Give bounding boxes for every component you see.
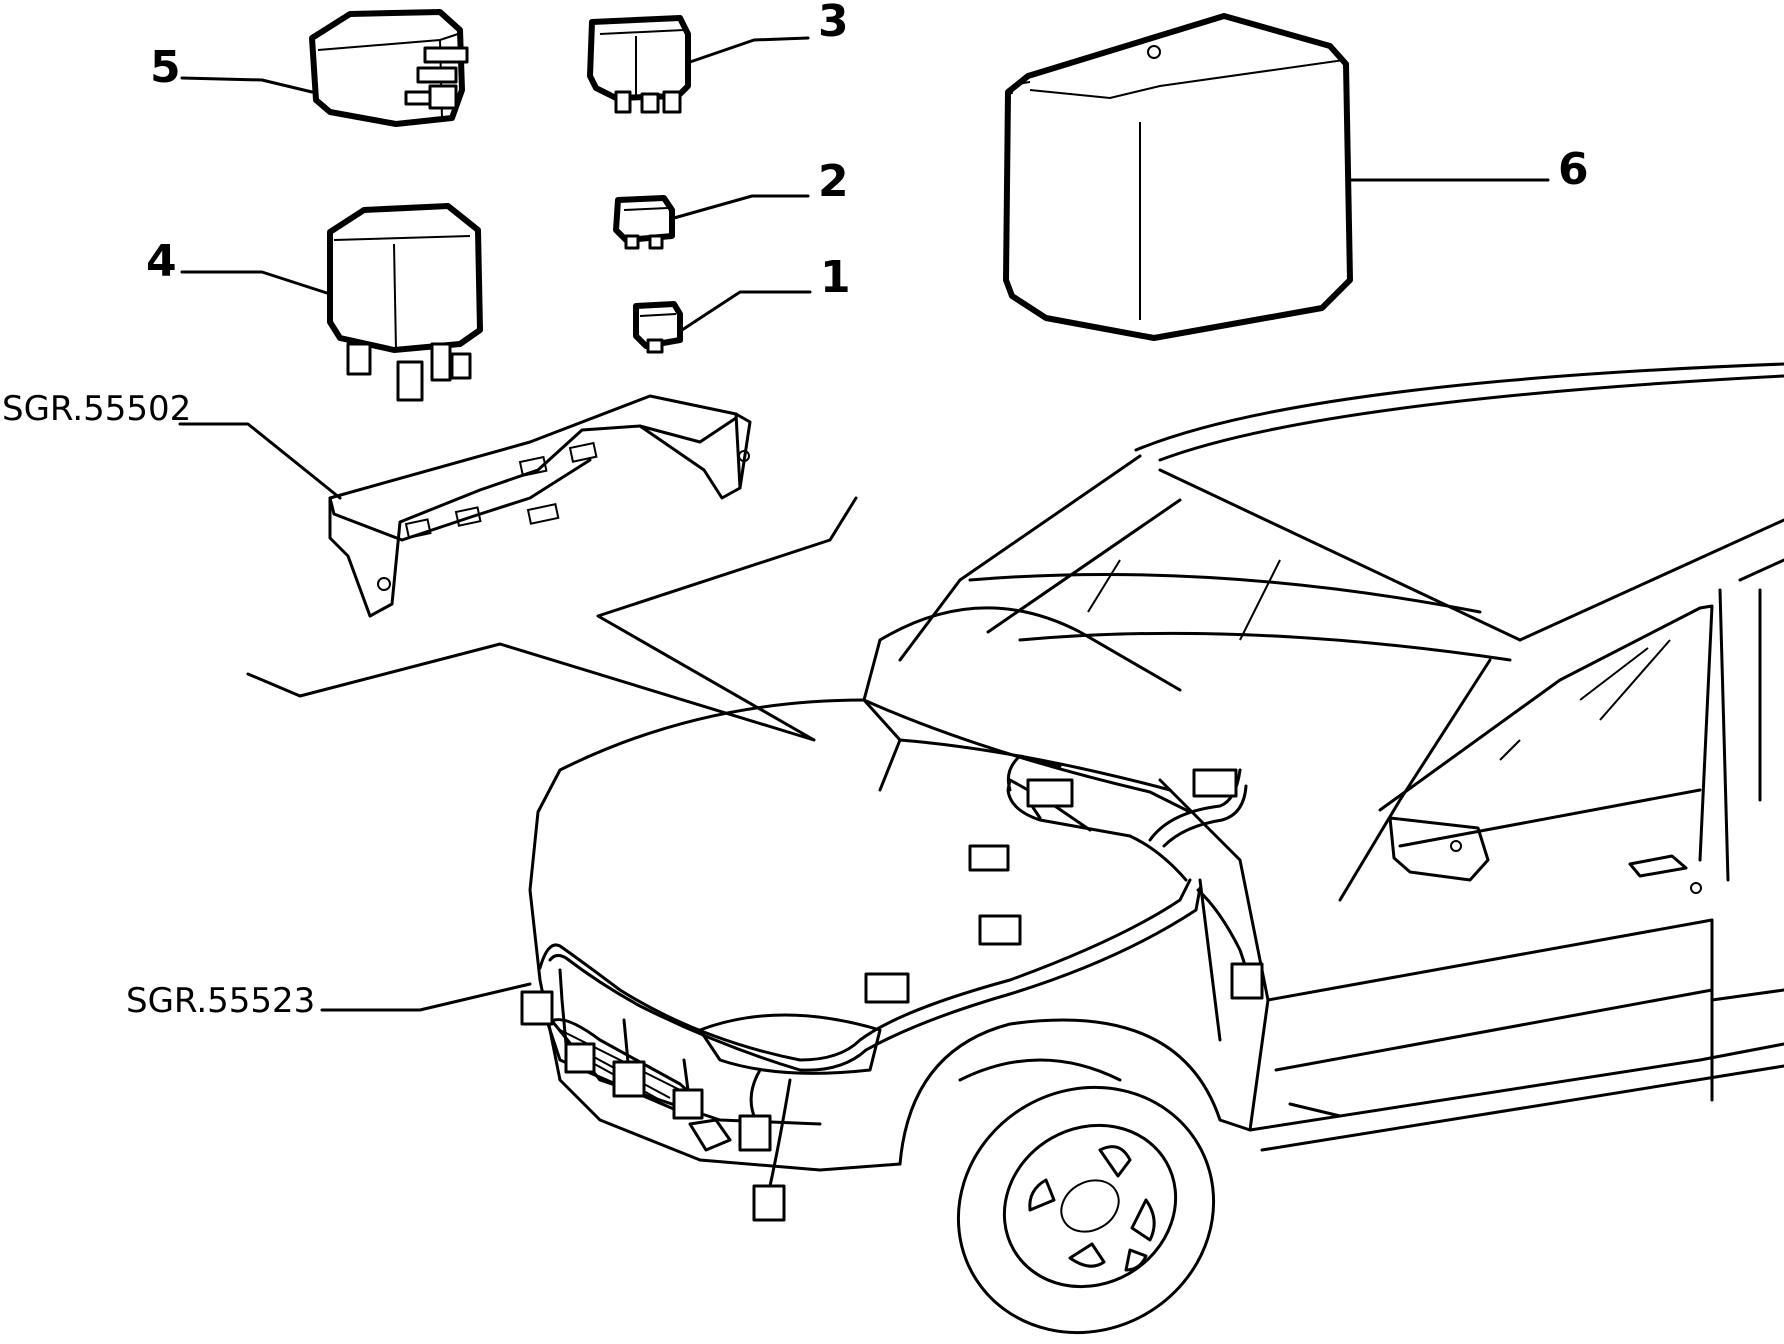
harness-connector — [978, 914, 1022, 946]
front-wheel — [956, 1085, 1216, 1335]
harness-connector — [864, 972, 910, 1004]
leader-line-2 — [672, 194, 810, 220]
harness-connector — [612, 1060, 646, 1098]
callout-label-3: 3 — [818, 0, 849, 47]
relay-3 — [587, 15, 691, 114]
harness-connector — [752, 1184, 786, 1222]
relay-2 — [613, 195, 675, 250]
relay-bracket — [328, 394, 752, 618]
reference-label-harness: SGR.55523 — [126, 981, 315, 1021]
leader-line-bracket — [178, 422, 342, 500]
control-unit-6 — [1003, 13, 1353, 341]
reference-label-bracket: SGR.55502 — [2, 389, 191, 429]
leader-line-3 — [688, 36, 810, 64]
harness-connector — [1192, 768, 1238, 798]
relay-1 — [633, 301, 683, 354]
relay-5 — [309, 9, 469, 127]
harness-connector — [1230, 962, 1264, 1000]
callout-label-4: 4 — [146, 236, 177, 287]
harness-connector — [520, 990, 554, 1026]
harness-connector — [968, 844, 1010, 872]
harness-connector — [672, 1088, 704, 1120]
harness-connector — [1026, 778, 1074, 808]
callout-label-1: 1 — [820, 252, 851, 303]
leader-line-4 — [180, 270, 332, 296]
leader-line-5 — [180, 76, 314, 94]
wiring-harness — [520, 754, 1264, 1222]
relay-4 — [327, 203, 483, 402]
leader-line-harness — [320, 982, 532, 1012]
detail-wedge — [246, 496, 858, 742]
callout-label-6: 6 — [1558, 144, 1589, 195]
callout-label-2: 2 — [818, 156, 849, 207]
leader-line-1 — [680, 290, 812, 332]
harness-connector — [564, 1042, 596, 1074]
harness-connector — [738, 1114, 772, 1152]
callout-label-5: 5 — [150, 42, 181, 93]
